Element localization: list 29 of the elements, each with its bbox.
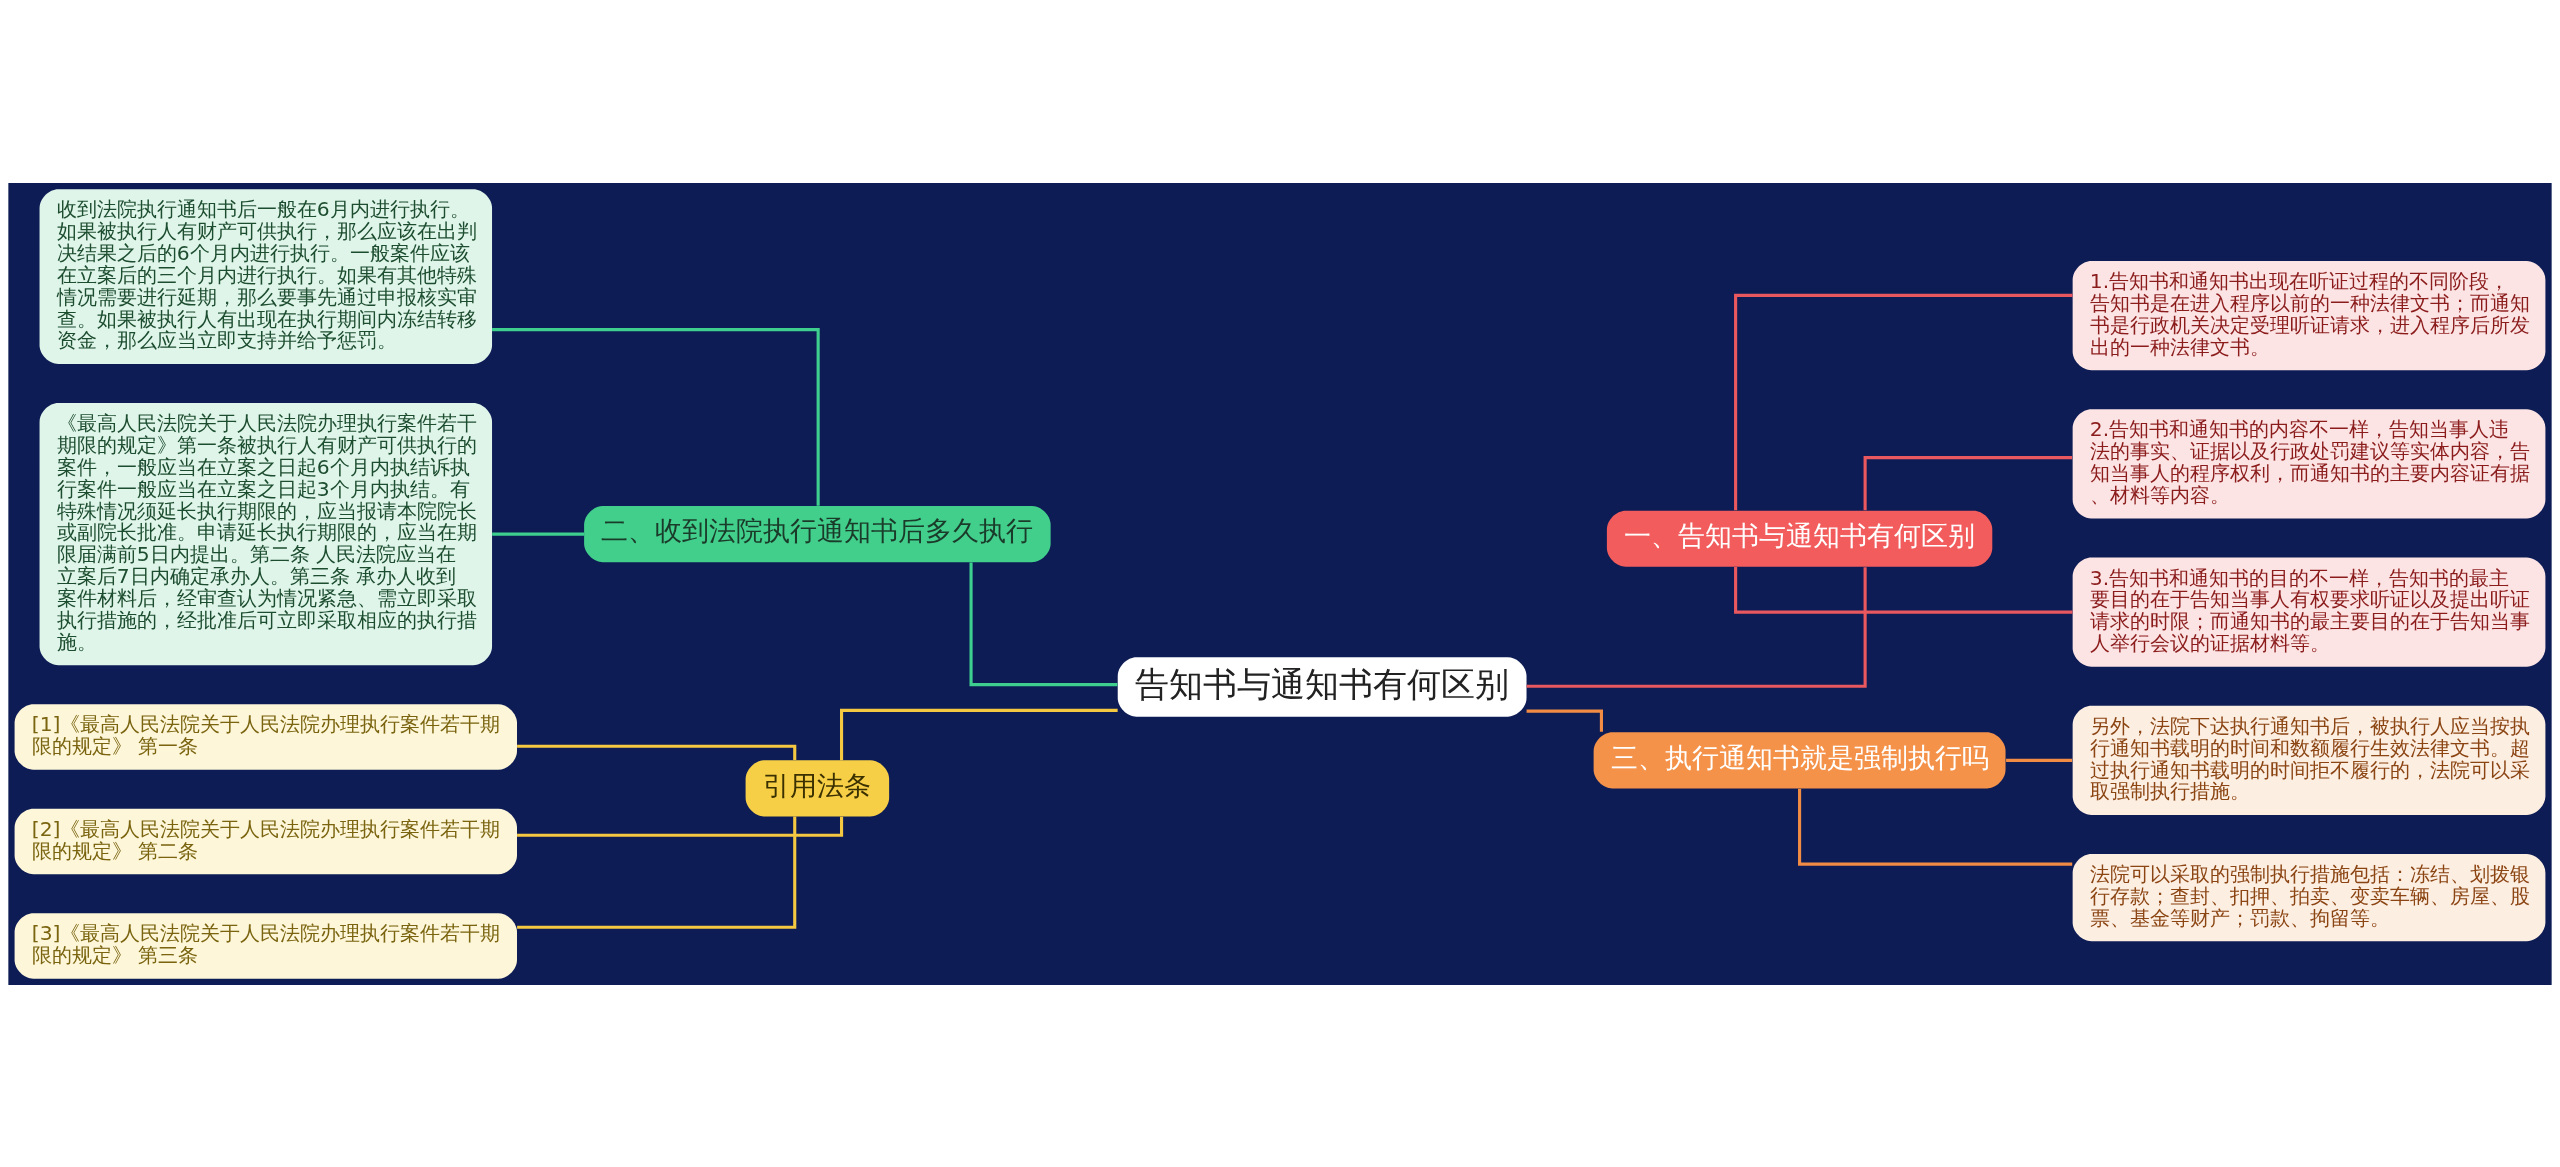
node-box: 3.告知书和通知书的目的不一样，告知书的最主要目的在于告知当事人有权要求听证以及提出听证请求的时限；而通知书的最主要目的在于告知当事人举行会议的证据材料等。 (2072, 556, 2546, 667)
connector (840, 708, 1118, 760)
node-box: 2.告知书和通知书的内容不一样，告知当事人违法的事实、证据以及行政处罚建议等实体内容，告知当事人的程序权利，而通知书的主要内容证有据、材料等内容。 (2072, 408, 2546, 518)
node-box: 收到法院执行通知书后一般在6月内进行执行。如果被执行人有财产可供执行，那么应该在出判决结果之后的6个月内进行执行。一般案件应该在立案后的三个月内进行执行。如果有其他特殊情况需要进行延期，那么要事先通过申报核实审查。如果被执行人有出现在执行期间内冻结转移资金，那么应当立即支持并给予惩罚。 (39, 188, 493, 364)
node-box: 《最高人民法院关于人民法院办理执行案件若干期限的规定》第一条被执行人有财产可供执行的案件，一般应当在立案之日起6个月内执结诉执行案件一般应当在立案之日起3个月内执结。有特殊情况须延长执行期限的，应当报请本院院长或副院长批准。申请延长执行期限的，应当在期限届满前5日内提出。第二条 人民法院应当在立案后7日内确定承办人。第三条 承办人收到案件材料后，经审查认为情况紧急、需立即采取执行措施的，经批准后可立即采取相应的执行措施。 (39, 402, 493, 665)
node-box: 一、告知书与通知书有何区别 (1606, 510, 1993, 567)
node-box: 1.告知书和通知书出现在听证过程的不同阶段，告知书是在进入程序以前的一种法律文书；而通知书是行政机关决定受理听证请求，进入程序后所发出的一种法律文书。 (2072, 260, 2546, 370)
node-box: [1]《最高人民法院关于人民法院办理执行案件若干期限的规定》 第一条 (14, 703, 517, 770)
connector (492, 532, 585, 536)
node-box: 引用法条 (745, 759, 890, 816)
node-box: 三、执行通知书就是强制执行吗 (1593, 731, 2006, 788)
connector (1798, 788, 2073, 866)
node-box: 另外，法院下达执行通知书后，被执行人应当按执行通知书载明的时间和数额履行生效法律文书。超过执行通知书载明的时间拒不履行的，法院可以采取强制执行措施。 (2072, 705, 2546, 815)
node-box: 二、收到法院执行通知书后多久执行 (584, 505, 1051, 562)
connector (517, 744, 797, 760)
connector (969, 561, 1118, 686)
connector (1863, 455, 2073, 510)
connector (1526, 709, 1603, 732)
connector (492, 327, 820, 506)
node-box: 法院可以采取的强制执行措施包括：冻结、划拨银行存款；查封、扣押、拍卖、变卖车辆、房屋、股票、基金等财产；罚款、拘留等。 (2072, 853, 2546, 941)
connector (1734, 293, 2073, 510)
connector (1526, 566, 1867, 688)
node-box: 告知书与通知书有何区别 (1117, 656, 1527, 717)
connector (517, 816, 797, 929)
node-box: [2]《最高人民法院关于人民法院办理执行案件若干期限的规定》 第二条 (14, 808, 517, 874)
connector (1734, 566, 2073, 614)
connector (517, 816, 844, 837)
node-box: [3]《最高人民法院关于人民法院办理执行案件若干期限的规定》 第三条 (14, 912, 517, 979)
connector (2006, 758, 2073, 762)
